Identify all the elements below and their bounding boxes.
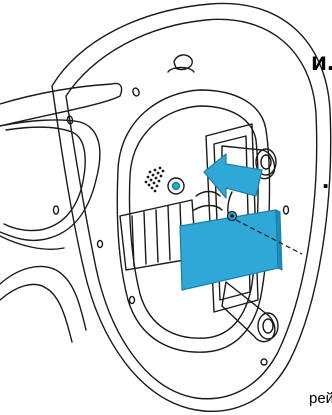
text-fragment-middle: .: [322, 166, 329, 192]
speaker-grille-icon: [145, 167, 165, 193]
headband-arm: [0, 84, 122, 343]
battery-cover-icon: [180, 210, 302, 290]
text-fragment-top: и.: [311, 48, 332, 74]
text-fragment-bottom: рей,: [309, 390, 332, 408]
